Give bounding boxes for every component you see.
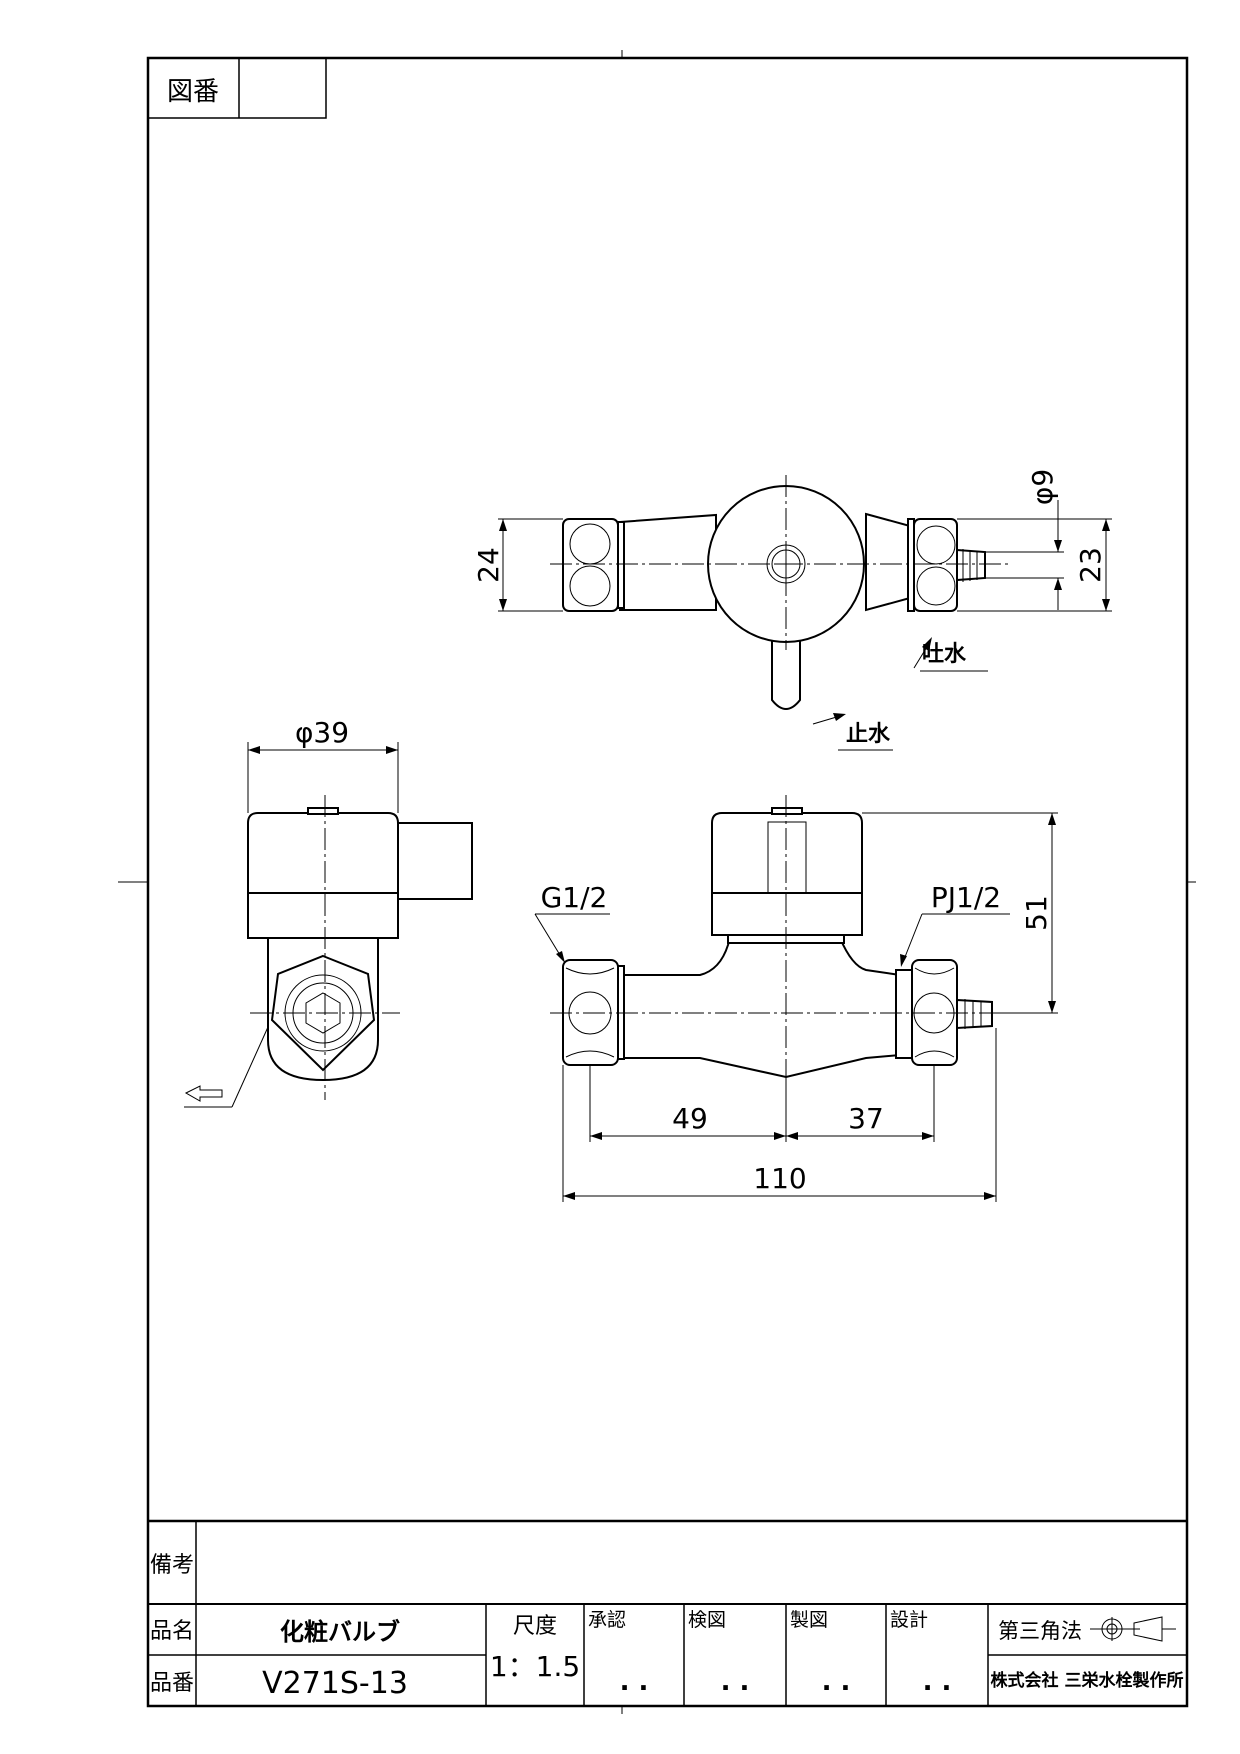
product-name-label: 品名 [150, 1619, 194, 1644]
dim-23: 23 [957, 518, 1112, 612]
drafting-label: 製図 [790, 1609, 828, 1631]
drawing-number-box: 図番 [147, 57, 327, 119]
stop-direction-label: 止水 [812, 713, 893, 751]
top-view: 24 23 φ9 吐水 [472, 469, 1112, 751]
inspection-date: . . [721, 1667, 750, 1697]
front-view-body [619, 937, 901, 1079]
top-view-body [619, 513, 717, 611]
scale-label: 尺度 [513, 1614, 557, 1639]
approval-label: 承認 [588, 1609, 626, 1631]
inlet-direction-arrow [184, 1026, 269, 1108]
third-angle-projection-symbol [1090, 1616, 1176, 1642]
outlet-thread-label: PJ1/2 [931, 881, 1001, 914]
remarks-label: 備考 [150, 1553, 194, 1578]
dim-37-label: 37 [848, 1102, 884, 1135]
drawing-frame [118, 50, 1196, 1714]
front-view: G1/2 PJ1/2 51 [534, 795, 1058, 1202]
product-number-label: 品番 [150, 1671, 194, 1696]
dim-phi39-label: φ39 [295, 716, 349, 749]
outlet-direction-label: 吐水 [913, 637, 988, 672]
front-view-handle [711, 812, 863, 894]
inlet-thread-label: G1/2 [541, 881, 608, 914]
dim-110-label: 110 [753, 1162, 806, 1195]
dim-51-label: 51 [1020, 895, 1053, 931]
dim-phi9-label: φ9 [1026, 469, 1059, 505]
outlet-label: 吐水 [922, 642, 967, 667]
company-name: 株式会社 三栄水栓製作所 [991, 1670, 1184, 1691]
approval-date: . . [620, 1667, 649, 1697]
dim-51: 51 [862, 812, 1058, 1014]
dim-24-label: 24 [472, 547, 505, 583]
product-name-value: 化粧バルブ [280, 1618, 400, 1646]
drafting-date: . . [822, 1667, 851, 1697]
inspection-label: 検図 [688, 1609, 726, 1631]
design-label: 設計 [890, 1609, 928, 1631]
dim-49-label: 49 [672, 1102, 708, 1135]
dim-49-37: 49 37 [589, 1065, 935, 1142]
dim-phi9: φ9 [985, 469, 1064, 610]
side-view-handle [247, 812, 399, 894]
dim-110: 110 [562, 1028, 997, 1202]
drawing-number-label: 図番 [167, 77, 219, 107]
dim-24: 24 [472, 518, 563, 612]
product-number-value: V271S-13 [262, 1666, 408, 1701]
projection-label: 第三角法 [998, 1619, 1082, 1643]
dim-23-label: 23 [1074, 547, 1107, 583]
inlet-thread-callout: G1/2 [534, 881, 610, 963]
scale-value: 1：1.5 [490, 1650, 580, 1683]
stop-label: 止水 [846, 722, 891, 747]
title-block: 備考 品名 化粧バルブ 品番 V271S-13 尺度 1：1.5 承認 . . … [148, 1519, 1187, 1706]
outlet-thread-callout: PJ1/2 [900, 881, 1010, 967]
side-view: φ39 [184, 716, 473, 1108]
design-date: . . [923, 1667, 952, 1697]
dim-phi39: φ39 [247, 716, 399, 813]
